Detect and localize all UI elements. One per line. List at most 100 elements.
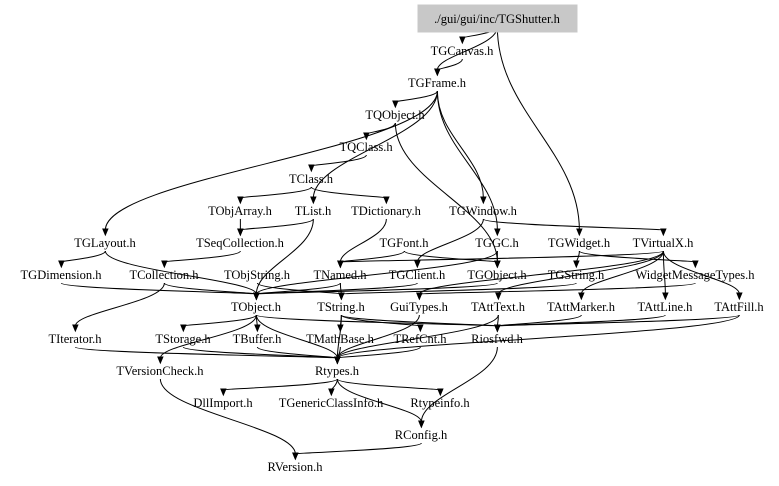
arrowhead-TVirtualX-to-TAttFill [736, 292, 743, 301]
node-TGenericClassInfo[interactable]: TGenericClassInfo.h [279, 396, 384, 410]
node-TVersionCheck[interactable]: TVersionCheck.h [116, 364, 204, 378]
node-TGLayout[interactable]: TGLayout.h [74, 236, 136, 250]
edge-TVirtualX-to-TAttLine [662, 250, 666, 295]
edge-TGFrame-to-TQObject [394, 90, 438, 103]
arrowhead-TGFrame-to-TGWindow [480, 196, 487, 205]
node-Rtypes[interactable]: Rtypes.h [315, 364, 360, 378]
node-TGCanvas[interactable]: TGCanvas.h [431, 44, 495, 58]
edge-TQObject-to-TGObject [394, 122, 498, 263]
node-TAttMarker[interactable]: TAttMarker.h [547, 300, 616, 314]
node-TObjArray[interactable]: TObjArray.h [208, 204, 273, 218]
edge-TGString-to-TString [340, 282, 577, 295]
edge-TClass-to-TDictionary [310, 186, 387, 199]
arrowhead-TGFrame-to-TQObject [392, 100, 399, 109]
node-RConfig[interactable]: RConfig.h [395, 428, 448, 442]
node-TAttText[interactable]: TAttText.h [471, 300, 526, 314]
node-TRefCnt[interactable]: TRefCnt.h [393, 332, 447, 346]
node-TGGC[interactable]: TGGC.h [475, 236, 519, 250]
edge-TAttText-to-Rtypes [336, 314, 499, 359]
edge-TSeqCollection-to-TCollection [163, 250, 241, 263]
edge-TGLayout-to-TGDimension [60, 250, 106, 263]
root-node-highlight [417, 4, 578, 33]
arrowhead-TGFrame-to-TGGC [494, 228, 501, 237]
node-Riosfwd[interactable]: Riosfwd.h [471, 332, 523, 346]
edge-TVersionCheck-to-RVersion [159, 378, 296, 455]
arrowhead-RConfig-to-RVersion [292, 452, 299, 461]
node-TNamed[interactable]: TNamed.h [313, 268, 367, 282]
edge-TGWidget-to-WidgetMessageTypes [578, 250, 696, 263]
node-TGWidget[interactable]: TGWidget.h [548, 236, 611, 250]
node-TGString[interactable]: TGString.h [548, 268, 605, 282]
arrowhead-Rtypes-to-TGenericClassInfo [328, 388, 335, 397]
edge-WidgetMessageTypes-to-GuiTypes [418, 282, 696, 295]
node-TGClient[interactable]: TGClient.h [389, 268, 446, 282]
node-TObject[interactable]: TObject.h [231, 300, 282, 314]
node-DllImport[interactable]: DllImport.h [193, 396, 253, 410]
node-TMathBase[interactable]: TMathBase.h [306, 332, 374, 346]
arrowhead-TQObject-to-TQClass [363, 132, 370, 141]
arrowhead-TGGC-to-TGObject [494, 260, 501, 269]
arrowhead-TGShutter-to-TGCanvas [459, 36, 466, 45]
arrowhead-Rtypes-to-RConfig [418, 420, 425, 429]
arrowhead-TGShutter-to-TGWidget [576, 228, 583, 237]
edge-Rtypes-to-Rtypeinfo [336, 378, 441, 391]
node-RVersion[interactable]: RVersion.h [268, 460, 324, 474]
node-TGFont[interactable]: TGFont.h [380, 236, 430, 250]
edge-TString-to-Rtypes [336, 314, 342, 359]
edge-Riosfwd-to-RConfig [420, 346, 498, 423]
edge-TGFrame-to-TGLayout [104, 90, 438, 231]
node-TQClass[interactable]: TQClass.h [339, 140, 393, 154]
edge-TString-to-Riosfwd [340, 314, 498, 327]
edge-TQClass-to-TClass [310, 154, 367, 167]
node-TDictionary[interactable]: TDictionary.h [351, 204, 421, 218]
node-TAttLine[interactable]: TAttLine.h [638, 300, 694, 314]
node-TBuffer[interactable]: TBuffer.h [233, 332, 282, 346]
node-TStorage[interactable]: TStorage.h [155, 332, 211, 346]
node-TGObject[interactable]: TGObject.h [467, 268, 527, 282]
edge-TVirtualX-to-TNamed [339, 250, 664, 263]
node-TGDimension[interactable]: TGDimension.h [21, 268, 103, 282]
arrowhead-TGWindow-to-TGClient [414, 260, 421, 269]
edge-Rtypes-to-RConfig [336, 378, 422, 423]
edge-TAttFill-to-Rtypes [336, 314, 740, 359]
node-TClass[interactable]: TClass.h [289, 172, 334, 186]
node-TQObject[interactable]: TQObject.h [365, 108, 425, 122]
node-TString[interactable]: TString.h [317, 300, 365, 314]
node-TGShutter[interactable]: ./gui/gui/inc/TGShutter.h [434, 12, 560, 26]
edge-TClass-to-TObjArray [239, 186, 312, 199]
node-TIterator[interactable]: TIterator.h [48, 332, 102, 346]
arrowhead-TGString-to-TString [338, 292, 345, 301]
node-WidgetMessageTypes[interactable]: WidgetMessageTypes.h [635, 268, 755, 282]
arrowhead-TVirtualX-to-TNamed [337, 260, 344, 269]
edge-TList-to-TSeqCollection [239, 218, 314, 231]
edge-layer [58, 26, 743, 461]
edge-TNamed-to-TString [339, 282, 342, 295]
node-TList[interactable]: TList.h [295, 204, 332, 218]
edge-TQObject-to-TQClass [365, 122, 396, 135]
arrowhead-TObject-to-TStorage [180, 324, 187, 333]
node-TSeqCollection[interactable]: TSeqCollection.h [196, 236, 285, 250]
edge-TGWindow-to-TGClient [416, 218, 484, 263]
arrowhead-TVirtualX-to-TAttMarker [578, 292, 585, 301]
edge-TGFrame-to-TGGC [436, 90, 498, 231]
edge-TGShutter-to-TGWidget [496, 26, 580, 231]
node-TObjString[interactable]: TObjString.h [224, 268, 291, 282]
node-Rtypeinfo[interactable]: Rtypeinfo.h [410, 396, 470, 410]
arrowhead-TString-to-TRefCnt [417, 324, 424, 333]
node-TGWindow[interactable]: TGWindow.h [449, 204, 518, 218]
node-TAttFill[interactable]: TAttFill.h [714, 300, 764, 314]
edge-TGFrame-to-TGWindow [436, 90, 484, 199]
arrowhead-TClass-to-TDictionary [383, 196, 390, 205]
arrowhead-TObject-to-TBuffer [254, 324, 261, 333]
edge-TGCanvas-to-TGFrame [436, 58, 463, 71]
edge-TList-to-TObject [255, 218, 314, 295]
arrowhead-WidgetMessageTypes-to-GuiTypes [416, 292, 423, 301]
arrowhead-TGLayout-to-TGDimension [58, 260, 65, 269]
node-TCollection[interactable]: TCollection.h [129, 268, 199, 282]
arrowhead-TGObject-to-TObject [253, 292, 260, 301]
node-TVirtualX[interactable]: TVirtualX.h [633, 236, 694, 250]
edge-TGWindow-to-TVirtualX [482, 218, 664, 231]
node-GuiTypes[interactable]: GuiTypes.h [390, 300, 449, 314]
node-TGFrame[interactable]: TGFrame.h [408, 76, 467, 90]
